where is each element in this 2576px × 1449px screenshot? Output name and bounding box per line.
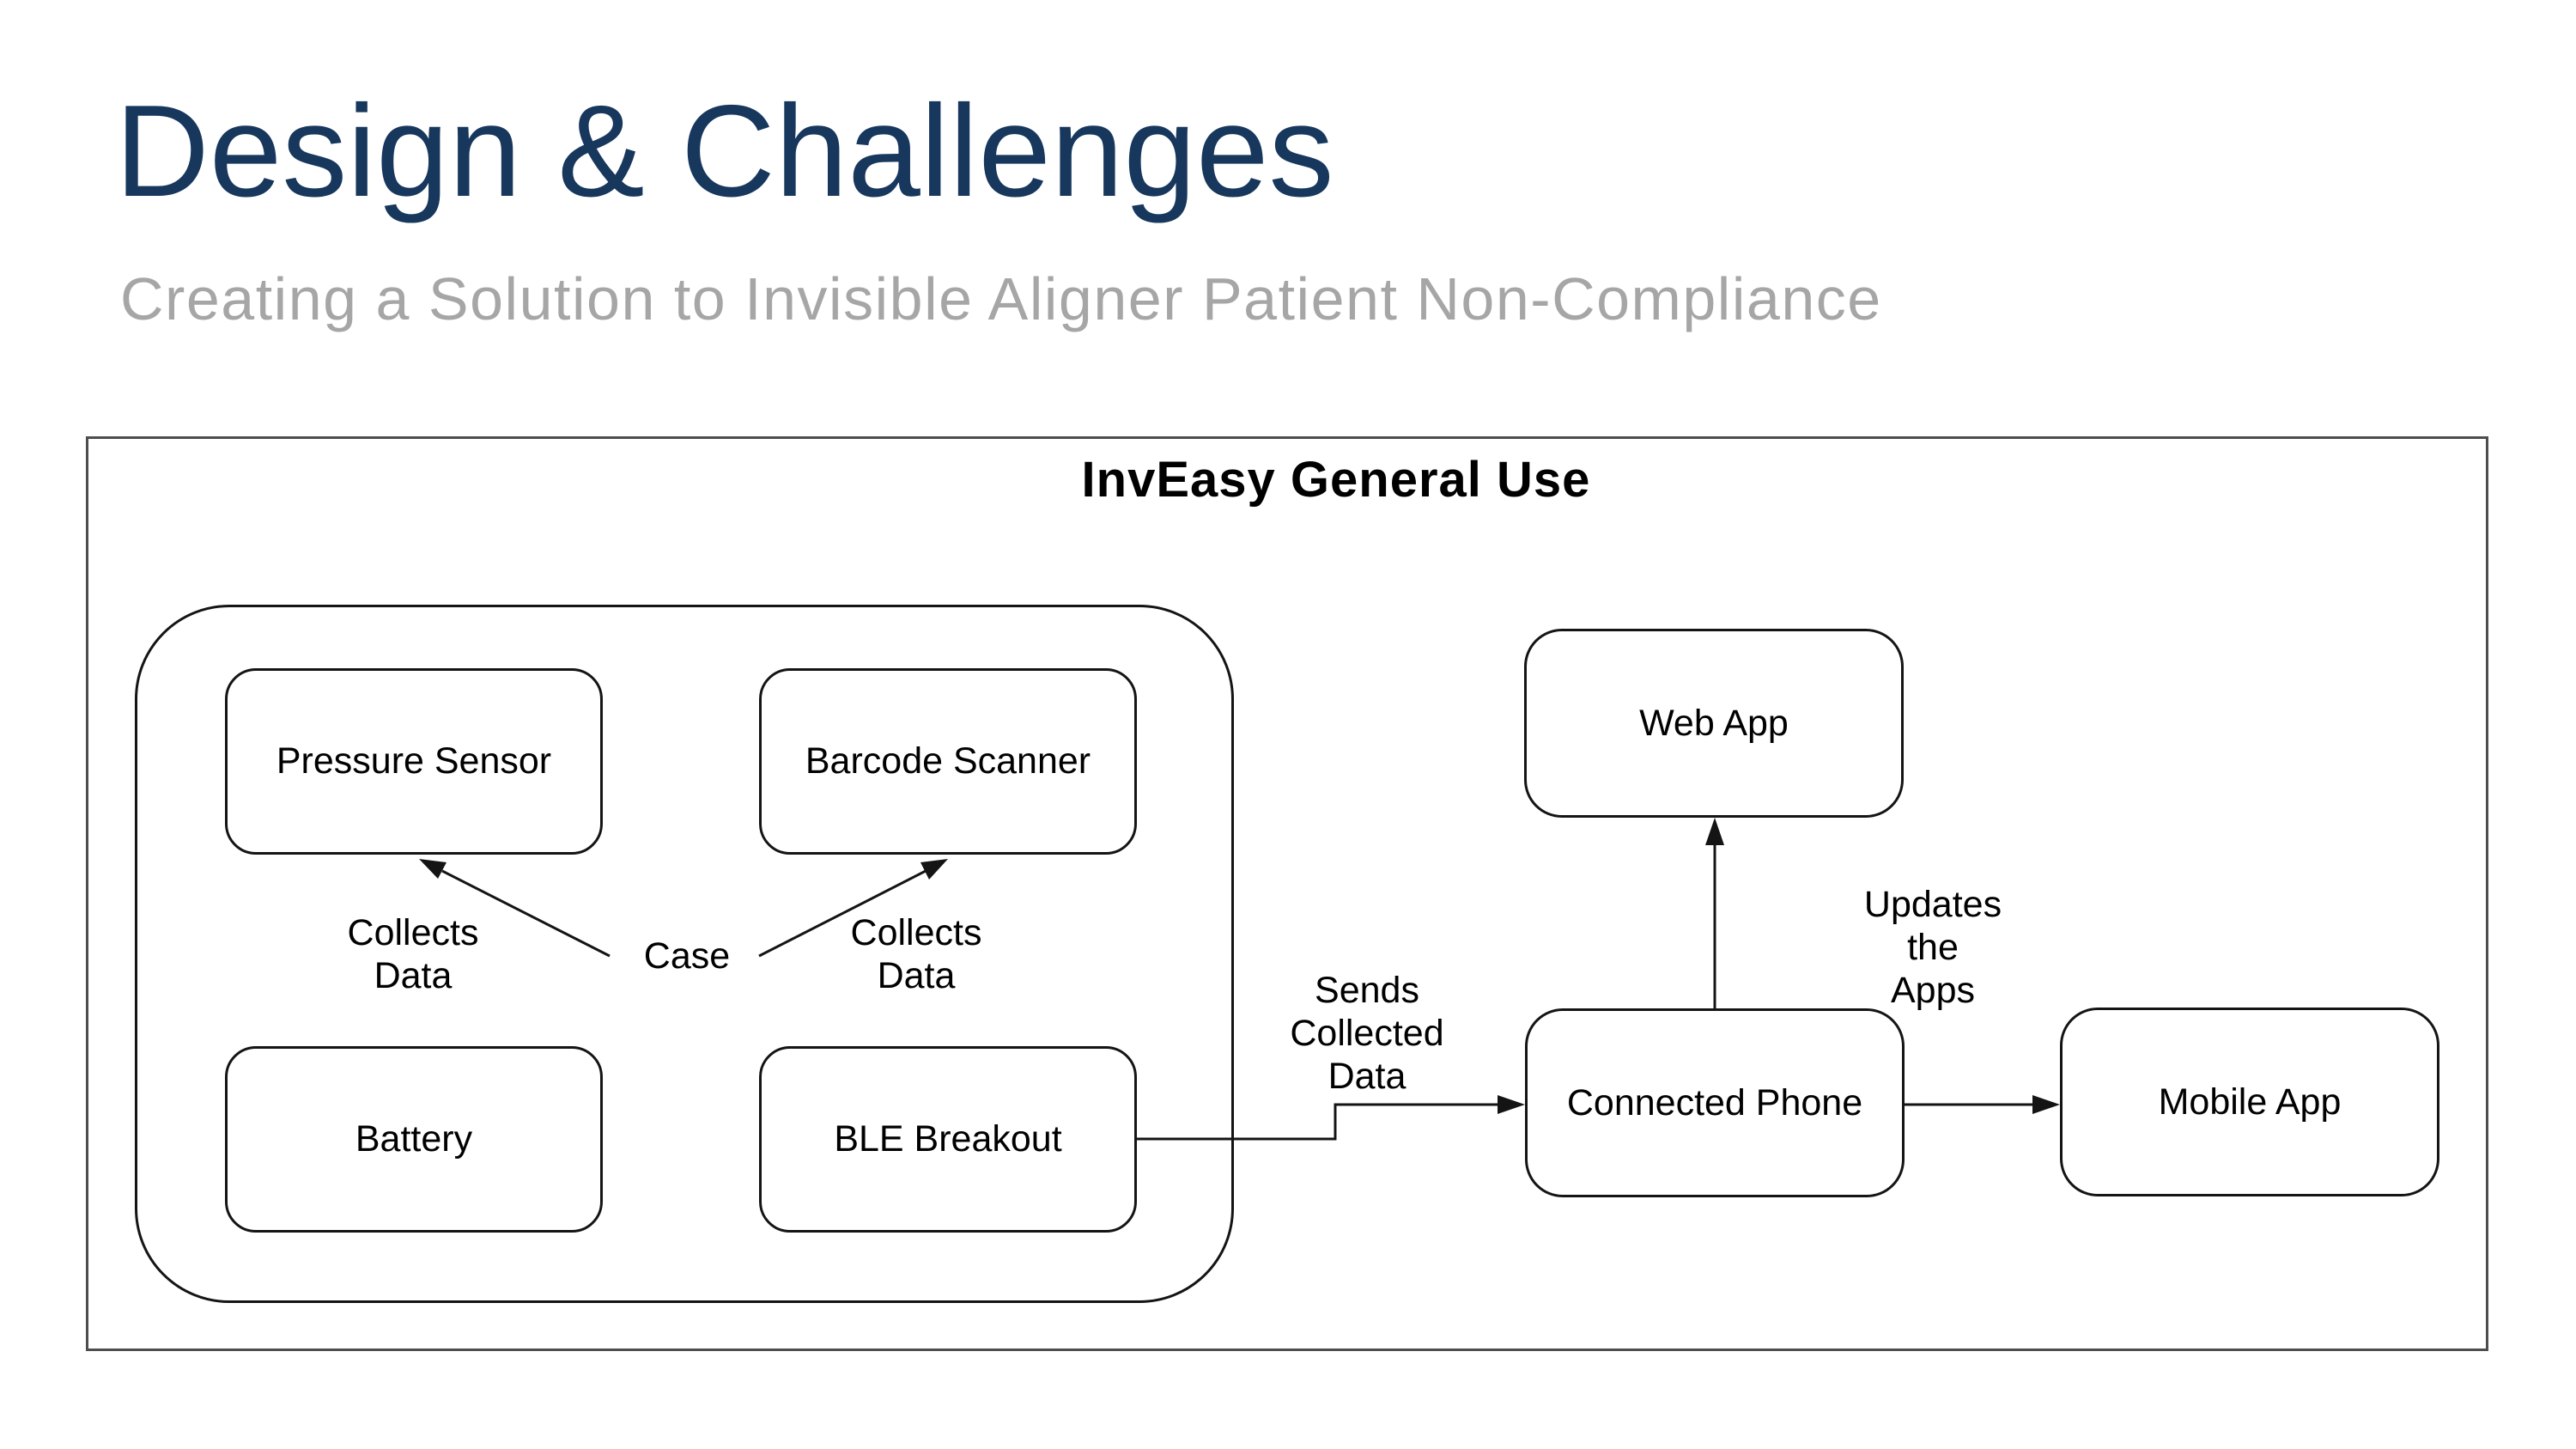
node-ble-breakout-label: BLE Breakout <box>834 1118 1062 1160</box>
node-barcode-scanner-label: Barcode Scanner <box>805 740 1091 782</box>
edge-label-sends-collected-data: Sends Collected Data <box>1290 970 1444 1097</box>
node-web-app: Web App <box>1524 629 1904 818</box>
node-pressure-sensor: Pressure Sensor <box>225 668 603 855</box>
node-web-app-label: Web App <box>1639 702 1789 744</box>
node-barcode-scanner: Barcode Scanner <box>759 668 1137 855</box>
edge-label-case: Case <box>643 935 731 977</box>
edge-label-collects-data-right: Collects Data <box>850 912 982 996</box>
node-battery-label: Battery <box>355 1118 473 1160</box>
edge-label-collects-data-left: Collects Data <box>347 912 479 996</box>
node-mobile-app-label: Mobile App <box>2158 1081 2342 1123</box>
diagram-title: InvEasy General Use <box>1081 452 1591 508</box>
edge-label-updates-the-apps: Updates the Apps <box>1863 884 2002 1011</box>
node-ble-breakout: BLE Breakout <box>759 1046 1137 1233</box>
node-connected-phone-label: Connected Phone <box>1566 1081 1863 1123</box>
node-pressure-sensor-label: Pressure Sensor <box>276 740 552 782</box>
slide-title: Design & Challenges <box>115 78 1334 224</box>
node-mobile-app: Mobile App <box>2060 1008 2439 1196</box>
node-connected-phone: Connected Phone <box>1525 1008 1905 1197</box>
node-battery: Battery <box>225 1046 603 1233</box>
slide-subtitle: Creating a Solution to Invisible Aligner… <box>120 265 1882 332</box>
